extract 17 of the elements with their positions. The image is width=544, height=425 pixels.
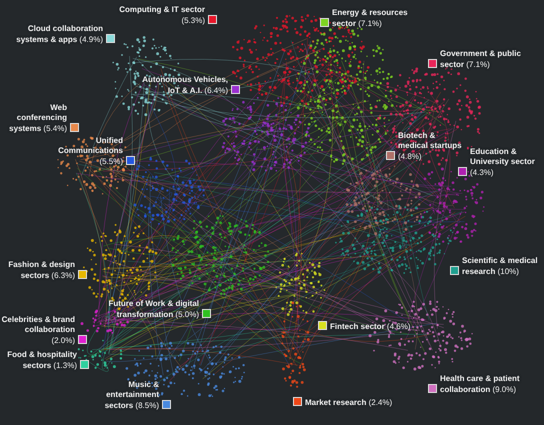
legend-label: Fintech sector (4.6%): [330, 322, 412, 332]
legend-label: Food & hospitality sectors (1.3%): [6, 350, 77, 371]
legend-label: Web conferencing systems (5.4%): [8, 102, 67, 134]
legend-label: Future of Work & digital transformation (5.0%): [107, 299, 199, 320]
legend-label: Unified Communications (5.5%): [57, 136, 123, 167]
legend-label: Energy & resources sector (7.1%): [332, 8, 409, 29]
legend-label: Cloud collaboration systems & apps (4.9%): [15, 24, 103, 45]
legend-label: Music & entertainment sectors (8.5%): [104, 380, 159, 411]
legend-label: Government & public sector (7.1%): [440, 49, 522, 70]
legend-label: Computing & IT sector (5.3%): [118, 5, 205, 26]
legend-label: Autonomous Vehicles, IoT & A.I. (6.4%): [141, 75, 228, 96]
legend-label: Celebrities & brand collaboration (2.0%): [1, 314, 75, 346]
legend-label: Fashion & design sectors (6.3%): [7, 260, 75, 281]
legend-label: Education & University sector (4.3%): [470, 146, 536, 178]
legend-label: Market research (2.4%): [305, 398, 394, 408]
legend-label: Health care & patient collaboration (9.0%): [440, 374, 521, 395]
legend-label: Scientific & medical research (10%): [462, 256, 539, 277]
